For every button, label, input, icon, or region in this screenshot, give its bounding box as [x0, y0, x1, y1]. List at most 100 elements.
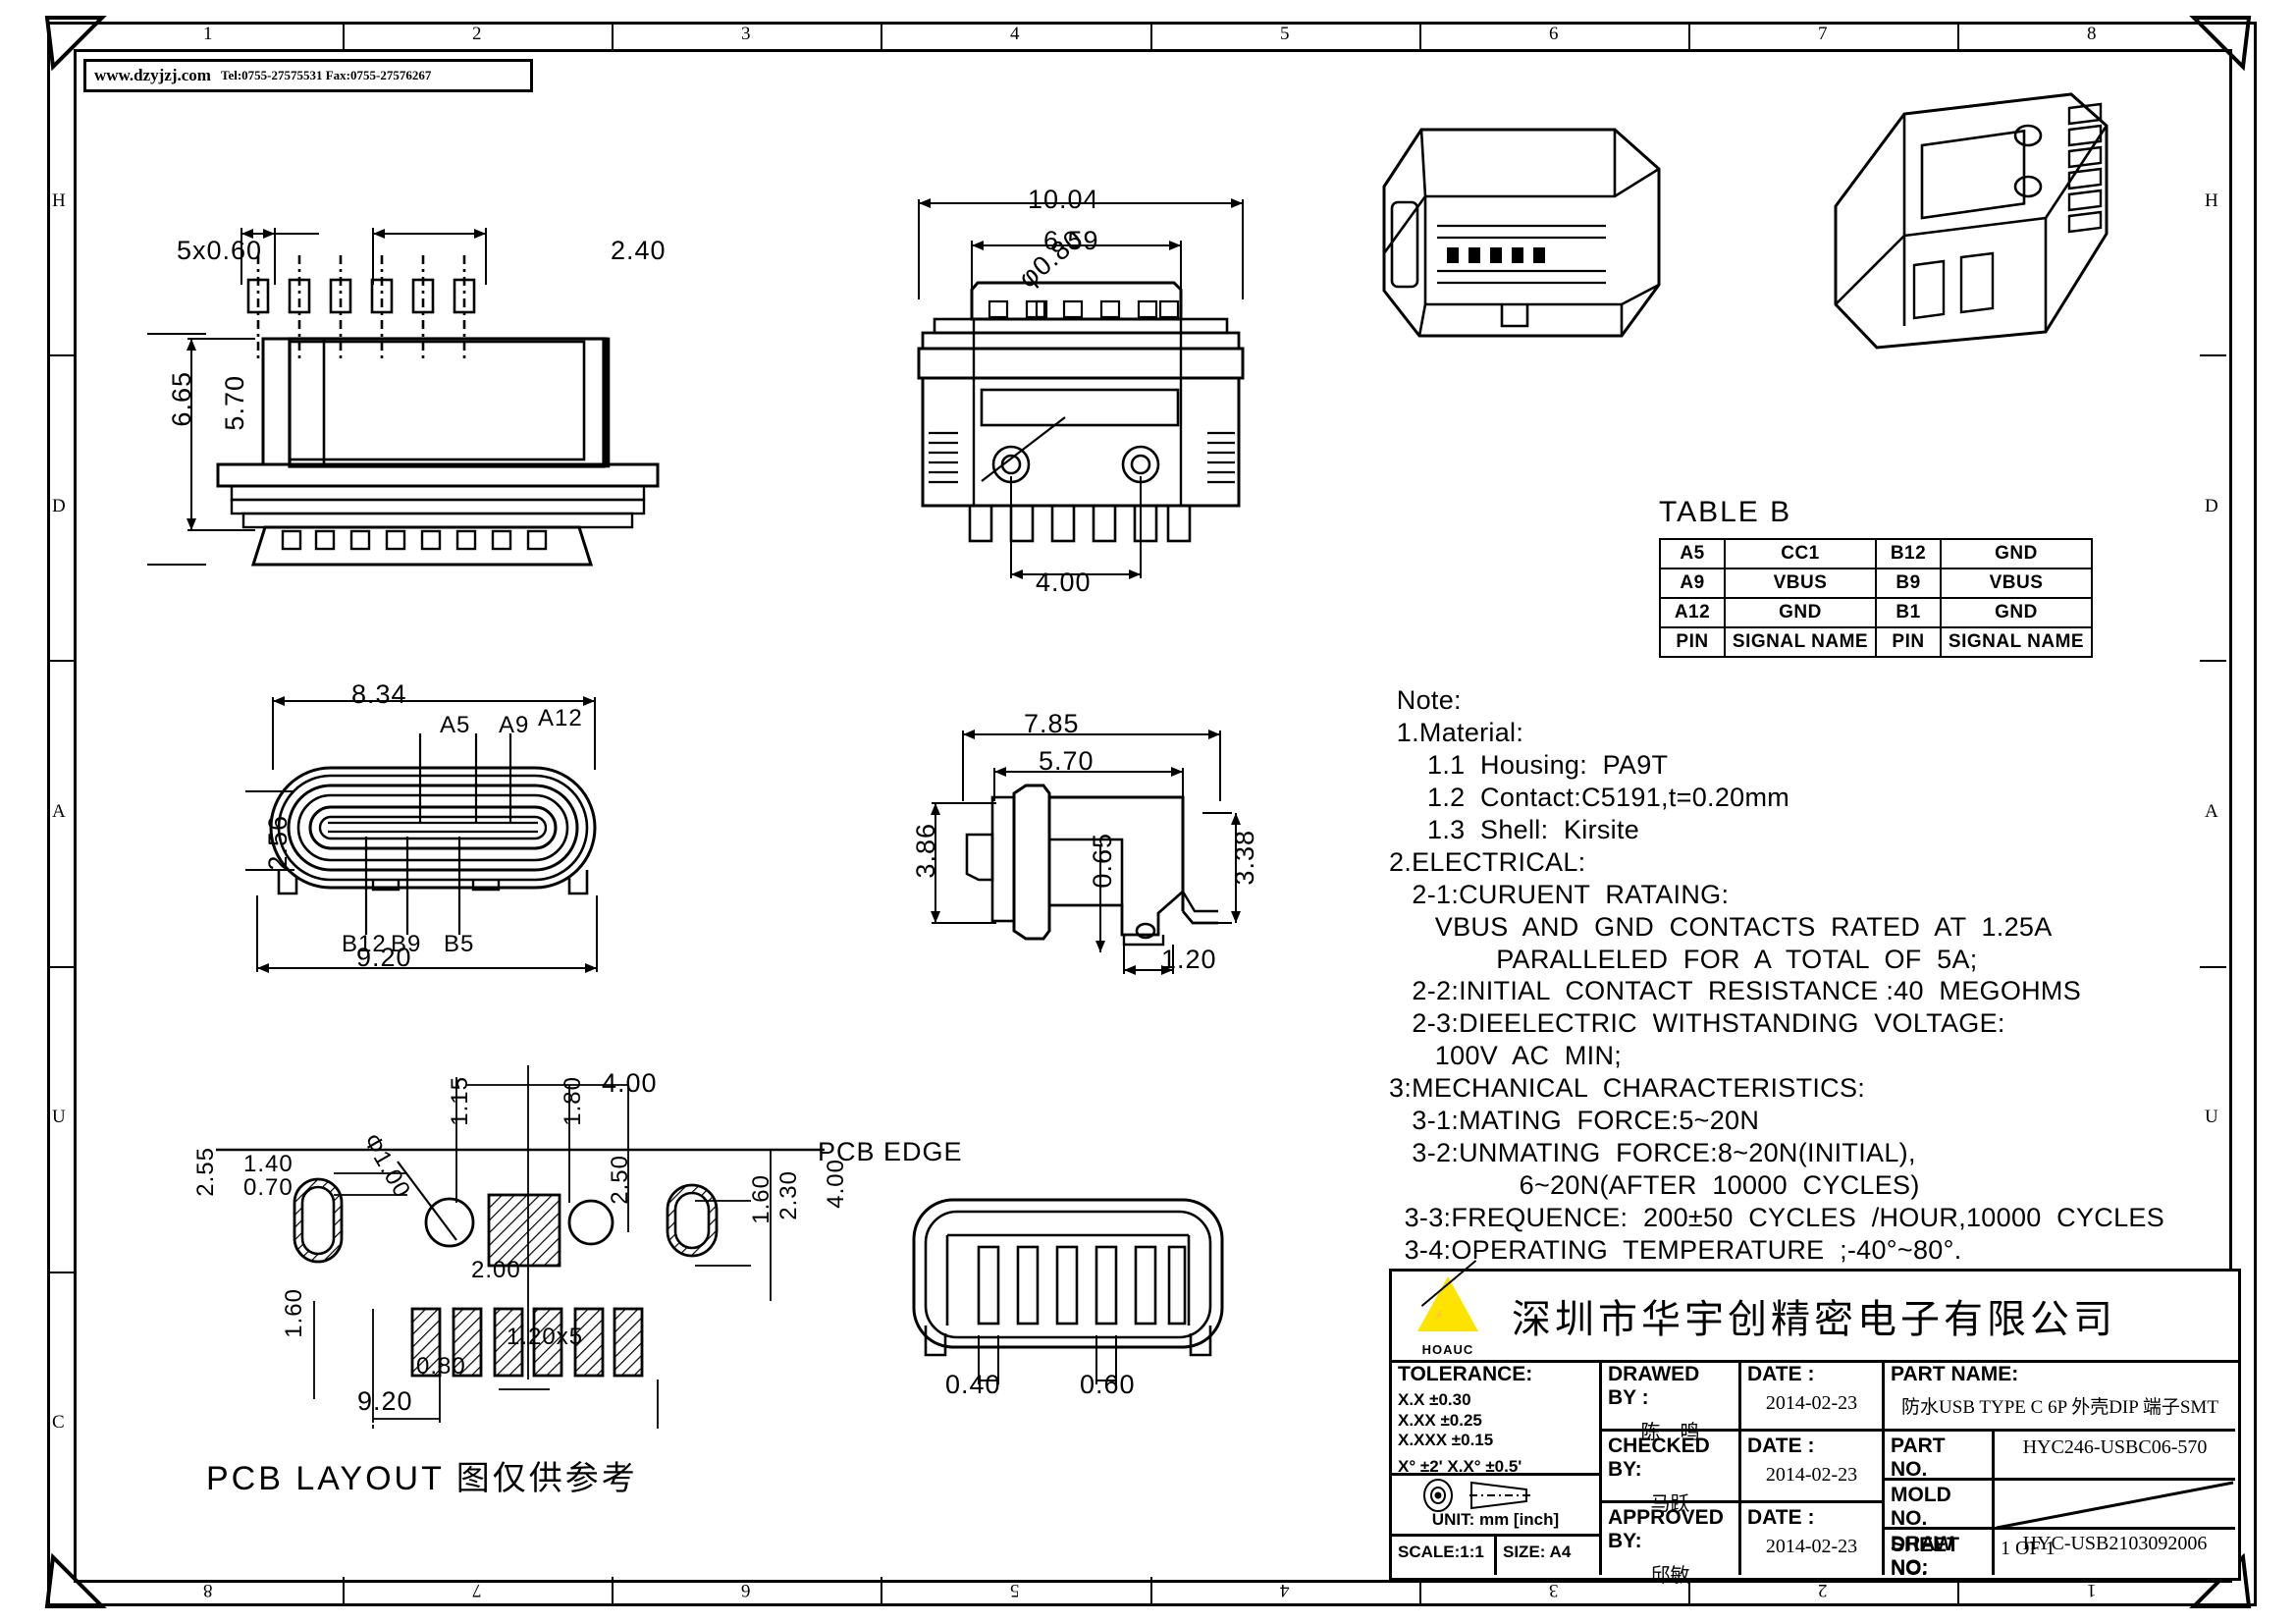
dim-5.70-side: 5.70: [1039, 746, 1095, 776]
ruler-label: 8: [2087, 24, 2097, 44]
ruler-label: U: [2205, 1107, 2218, 1127]
unit-cell: UNIT: mm [inch]: [1392, 1476, 1602, 1537]
ruler-tick: [1419, 1577, 1421, 1604]
ruler-label: 1: [203, 24, 213, 44]
draw-no-value-cell: HYC-USB2103092006: [1995, 1530, 2235, 1575]
pin-label-B9: B9: [391, 931, 422, 957]
tolerance-row-3: X.XXX ±0.15: [1398, 1431, 1494, 1450]
table-cell: B9: [1875, 568, 1942, 599]
scale-cell: SCALE:1:1: [1392, 1537, 1497, 1575]
sheet-border-inner: [74, 49, 2232, 1583]
dim-0.40: 0.40: [945, 1370, 1001, 1399]
ruler-tick: [612, 1577, 614, 1604]
note-line: 1.2 Contact:C5191,t=0.20mm: [1389, 782, 1790, 812]
ruler-label: H: [52, 190, 66, 211]
ruler-label: C: [52, 1412, 65, 1433]
note-line: VBUS AND GND CONTACTS RATED AT 1.25A: [1389, 911, 2053, 942]
scale-label: SCALE:1:1: [1398, 1543, 1484, 1561]
ruler-label: A: [2205, 801, 2218, 822]
tolerance-label: TOLERANCE:: [1398, 1363, 1533, 1385]
corner-mark-top-right: [2189, 16, 2252, 72]
tolerance-angles: X° ±2' X.X° ±0.5': [1398, 1457, 1522, 1477]
note-line: 2-2:INITIAL CONTACT RESISTANCE :40 MEGOH…: [1389, 976, 2082, 1006]
dim-10.04: 10.04: [1028, 185, 1099, 214]
note-line: 3-4:OPERATING TEMPERATURE ;-40°~80°.: [1389, 1234, 1962, 1265]
rear-elevation-view: [917, 198, 1245, 579]
ruler-label: 5: [1010, 1580, 1020, 1600]
dim-1.40: 1.40: [243, 1151, 294, 1177]
dim-0.65: 0.65: [1088, 833, 1117, 889]
note-line: 6~20N(AFTER 10000 CYCLES): [1389, 1170, 1920, 1201]
mating-face-view: [245, 696, 598, 973]
note-line: 1.1 Housing: PA9T: [1389, 749, 1669, 780]
draw-no-value: HYC-USB2103092006: [2022, 1533, 2208, 1554]
drawed-by-value: 陈一鸣: [1640, 1422, 1700, 1443]
ruler-label: 7: [1818, 24, 1828, 44]
mold-no-value-cell: [1995, 1481, 2235, 1530]
pin-label-A9: A9: [499, 712, 530, 738]
dim-0.60: 0.60: [1080, 1370, 1136, 1399]
part-name-cell: PART NAME: 防水USB TYPE C 6P 外壳DIP 端子SMT: [1885, 1360, 2235, 1432]
approved-by-value: 邱敏: [1650, 1565, 1690, 1587]
website-url: www.dzyjzj.com: [94, 66, 211, 84]
table-cell: VBUS: [1940, 568, 2093, 599]
table-cell: VBUS: [1724, 568, 1877, 599]
isometric-view-front: [1382, 128, 1661, 338]
drawed-by-label: DRAWED BY :: [1608, 1363, 1700, 1409]
unit-label: UNIT: mm [inch]: [1431, 1510, 1560, 1529]
ruler-tick: [47, 1272, 74, 1273]
dim-6.65: 6.65: [167, 371, 196, 427]
bottom-contact-view: [912, 1198, 1224, 1384]
table-cell: SIGNAL NAME: [1724, 626, 1877, 658]
ruler-label: U: [52, 1107, 66, 1127]
corner-mark-bottom-right: [2189, 1552, 2252, 1608]
checked-date-value: 2014-02-23: [1765, 1464, 1858, 1486]
table-cell: PIN: [1659, 626, 1726, 658]
ruler-label: 4: [1010, 24, 1020, 44]
ruler-tick: [47, 660, 74, 662]
isometric-view-rear: [1834, 92, 2109, 350]
drawed-date-label: DATE :: [1747, 1363, 1815, 1385]
dim-2.30: 2.30: [775, 1170, 802, 1220]
note-line: 1.3 Shell: Kirsite: [1389, 814, 1640, 844]
part-no-value: HYC246-USBC06-570: [2022, 1436, 2208, 1458]
dim-7.85: 7.85: [1024, 709, 1080, 738]
ruler-label: 3: [741, 24, 751, 44]
ruler-tick: [2200, 354, 2226, 356]
pcb-layout-caption: PCB LAYOUT 图仅供参考: [206, 1460, 638, 1497]
mold-no-label-cell: MOLD NO.: [1885, 1481, 1995, 1530]
dim-9.20-pcb: 9.20: [357, 1386, 413, 1416]
note-line: PARALLELED FOR A TOTAL OF 5A;: [1389, 944, 1978, 974]
approved-by-cell: APPROVED BY: 邱敏: [1602, 1503, 1741, 1587]
table-cell: GND: [1940, 538, 2093, 569]
checked-date-cell: DATE : 2014-02-23: [1741, 1432, 1885, 1503]
note-line: Note:: [1389, 685, 1462, 715]
ruler-tick: [881, 1577, 882, 1604]
dim-1.60-right: 1.60: [748, 1174, 774, 1224]
pin-label-A5: A5: [440, 712, 471, 738]
ruler-label: H: [2205, 190, 2218, 211]
ruler-label: 7: [472, 1580, 482, 1600]
table-cell: A9: [1659, 568, 1726, 599]
size-cell: SIZE: A4: [1497, 1537, 1602, 1575]
note-line: 2-3:DIEELECTRIC WITHSTANDING VOLTAGE:: [1389, 1008, 2005, 1039]
dim-2.00: 2.00: [471, 1257, 521, 1283]
ruler-label: 6: [741, 1580, 751, 1600]
dim-0.70: 0.70: [243, 1174, 294, 1201]
dim-1.60-left: 1.60: [281, 1288, 307, 1338]
company-name: 深圳市华宇创精密电子有限公司: [1512, 1297, 2116, 1341]
ruler-label: 5: [1280, 24, 1290, 44]
table-cell: GND: [1940, 597, 2093, 628]
size-label: SIZE: A4: [1503, 1543, 1572, 1561]
projection-symbol-icon: [1422, 1479, 1532, 1512]
draw-no-label: DRAW NO:: [1891, 1533, 1954, 1579]
pin-label-A12: A12: [538, 705, 583, 731]
part-no-label: PART NO.: [1891, 1435, 1946, 1481]
note-line: 100V AC MIN;: [1389, 1041, 1623, 1071]
ruler-tick: [1150, 22, 1152, 49]
